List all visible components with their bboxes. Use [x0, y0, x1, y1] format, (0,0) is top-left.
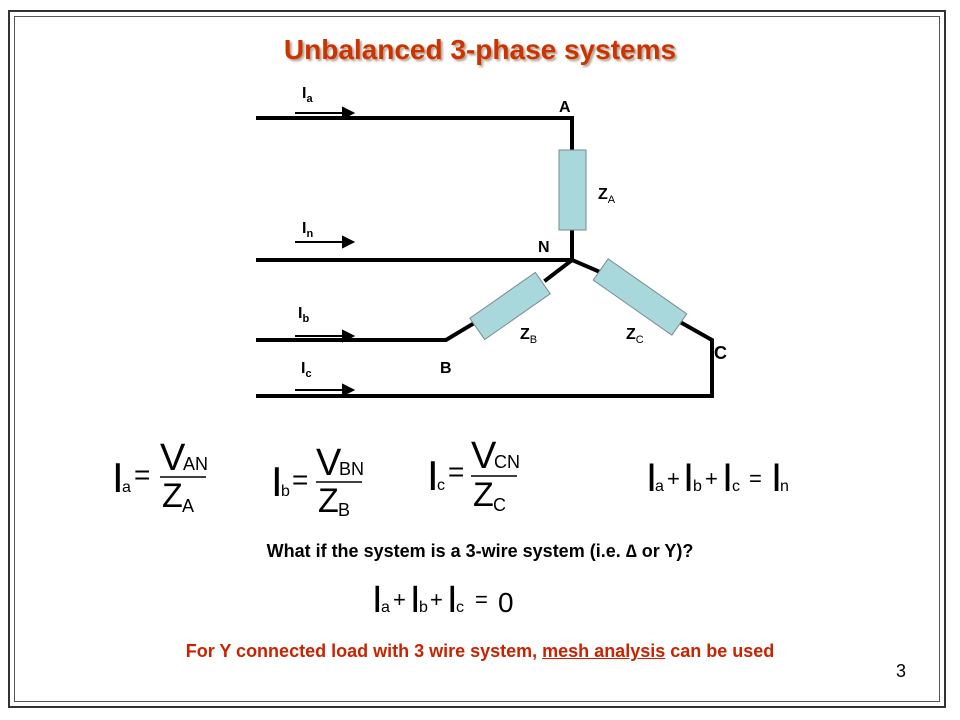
svg-text:a: a — [381, 599, 390, 616]
impedance-za — [558, 149, 587, 231]
svg-text:V: V — [316, 442, 342, 484]
footer-text-pre: For Y connected load with 3 wire system, — [185, 641, 543, 661]
svg-text:=: = — [134, 459, 150, 490]
label-za: ZA — [598, 186, 616, 206]
svg-text:c: c — [732, 478, 740, 495]
svg-text:Z: Z — [162, 477, 183, 515]
wire-c — [256, 319, 714, 398]
svg-text:A: A — [182, 496, 194, 516]
slide-border-inner — [14, 16, 940, 702]
svg-text:I: I — [722, 456, 733, 500]
svg-text:V: V — [160, 437, 186, 479]
svg-text:+: + — [393, 587, 406, 612]
footer-link-mesh-analysis[interactable]: mesh analysis — [542, 641, 666, 661]
question-text: What if the system is a 3-wire system (i… — [266, 541, 694, 561]
svg-text:n: n — [780, 478, 789, 495]
equation-ib: I b = V BN Z B — [271, 442, 364, 520]
equation-sum-neutral: I a + I b + I c = I n — [646, 456, 789, 500]
arrowhead-ib — [342, 329, 356, 343]
label-zb: ZB — [520, 326, 537, 346]
wire-n-zb — [543, 257, 575, 283]
footer-text-post: can be used — [665, 641, 775, 661]
equation-sum-zero: I a + I b + I c = 0 — [372, 579, 514, 621]
node-label-c: C — [714, 343, 727, 363]
svg-text:+: + — [705, 466, 718, 491]
equation-ic: I c = V CN Z C — [427, 435, 520, 515]
svg-text:a: a — [655, 478, 664, 495]
svg-text:I: I — [112, 454, 124, 501]
svg-text:V: V — [471, 435, 497, 477]
impedance-zb — [469, 271, 551, 341]
equation-ia: I a = V AN Z A — [112, 437, 208, 516]
slide-border-outer — [8, 10, 946, 708]
label-ia: Ia — [302, 85, 313, 105]
svg-text:=: = — [749, 466, 762, 491]
svg-text:CN: CN — [494, 452, 520, 472]
svg-text:I: I — [683, 456, 694, 500]
svg-text:b: b — [693, 478, 702, 495]
node-label-b: B — [440, 360, 452, 377]
svg-text:I: I — [271, 458, 283, 505]
svg-text:b: b — [419, 599, 428, 616]
label-in: In — [302, 220, 313, 240]
svg-text:Z: Z — [473, 476, 494, 514]
svg-text:C: C — [493, 495, 506, 515]
svg-text:b: b — [281, 483, 290, 500]
impedance-zc — [592, 258, 688, 336]
node-label-n: N — [538, 239, 550, 256]
node-label-a: A — [559, 99, 571, 116]
svg-text:I: I — [372, 579, 383, 621]
wire-b — [256, 319, 479, 342]
svg-text:I: I — [646, 456, 657, 500]
slide-title: Unbalanced 3-phase systems — [283, 34, 677, 65]
wire-a — [256, 116, 574, 152]
svg-text:+: + — [430, 587, 443, 612]
wire-n-zc — [569, 257, 603, 275]
svg-text:=: = — [475, 587, 488, 612]
svg-text:I: I — [771, 456, 782, 500]
svg-text:+: + — [667, 466, 680, 491]
svg-text:BN: BN — [339, 459, 364, 479]
svg-text:c: c — [437, 477, 445, 494]
svg-text:c: c — [456, 599, 464, 616]
svg-text:=: = — [448, 456, 464, 487]
svg-text:I: I — [410, 579, 421, 621]
svg-text:AN: AN — [183, 454, 208, 474]
svg-text:Z: Z — [318, 482, 339, 520]
svg-text:a: a — [122, 479, 131, 496]
svg-text:0: 0 — [498, 587, 514, 618]
svg-text:B: B — [338, 500, 350, 520]
arrowhead-ic — [342, 383, 356, 397]
svg-text:=: = — [292, 464, 308, 495]
footer-note: For Y connected load with 3 wire system,… — [0, 641, 960, 662]
svg-text:I: I — [427, 452, 439, 499]
page-number: 3 — [896, 661, 907, 681]
arrowhead-ia — [342, 106, 356, 120]
svg-text:I: I — [447, 579, 458, 621]
label-ic: Ic — [301, 360, 312, 380]
arrowhead-in — [342, 235, 356, 249]
label-zc: ZC — [626, 326, 644, 346]
label-ib: Ib — [298, 305, 309, 325]
